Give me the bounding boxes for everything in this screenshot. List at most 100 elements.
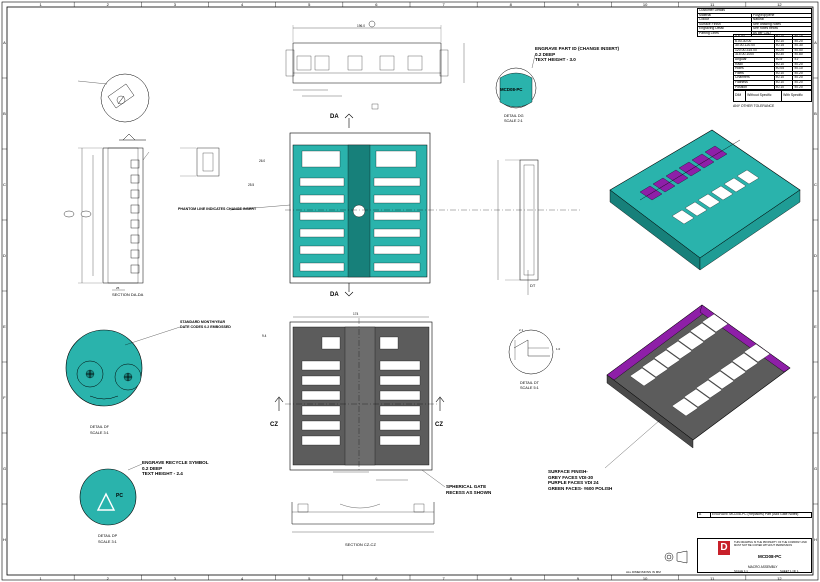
bottom-slot-left <box>301 375 341 386</box>
iso-bottom-slot-right <box>719 361 747 381</box>
note-recycle-line2: 0.2 DEEP <box>142 465 163 471</box>
note-recycle-line1: ENGRAVE RECYCLE SYMBOL <box>142 460 209 465</box>
iso-top-slot-white <box>671 209 695 225</box>
title-block-main: D THIS DRAWING IS THE PROPERTY OF THE CO… <box>697 538 812 573</box>
iso-top-slot-white <box>684 201 708 217</box>
disclaimer: THIS DRAWING IS THE PROPERTY OF THE COMP… <box>734 541 807 547</box>
recycle-code-text: PC <box>116 493 123 499</box>
note-gate: SPHERICAL GATE RECESS AS SHOWN <box>446 484 491 495</box>
detail-dp-scale: SCALE 3:1 <box>98 540 117 544</box>
iso-bottom-slot-right <box>743 343 771 363</box>
iso-bottom-slot <box>629 367 657 387</box>
detail-dg-label: DETAIL DG <box>504 114 524 118</box>
bottom-pocket-left <box>321 336 341 350</box>
bottom-slot-left <box>301 435 341 446</box>
zone-row-left: D <box>3 253 6 258</box>
all-dims-note: ALL DIMENSIONS IN MM <box>626 570 661 574</box>
iso-bottom-slot-right <box>671 397 699 417</box>
zone-row-left: C <box>3 182 6 187</box>
note-gate-line2: RECESS AS SHOWN <box>446 489 492 495</box>
detail-dg-scale: SCALE 2:1 <box>504 119 523 123</box>
bottom-slot-right <box>379 375 421 386</box>
cz-cut-markers <box>274 396 445 411</box>
zone-col-top: 10 <box>643 2 648 7</box>
bottom-slot-right <box>379 360 421 371</box>
iso-top-slot <box>652 177 676 193</box>
detail-dt-view <box>508 329 554 375</box>
zone-row-right: H <box>814 537 817 542</box>
tol-col1-label: Without Specific <box>745 90 783 103</box>
iso-top-slot <box>704 145 728 161</box>
bottom-slot-right <box>379 435 421 446</box>
zone-row-left: H <box>3 537 6 542</box>
da-label-top: DA <box>330 114 339 120</box>
dim-25: 25 <box>116 286 120 290</box>
zone-col-top: 2 <box>107 2 110 7</box>
detail-df-scale: SCALE 3:1 <box>90 431 109 435</box>
zone-row-right: C <box>814 182 817 187</box>
note-surface-line1: SURFACE FINISH- <box>548 469 588 474</box>
bottom-slot-right <box>379 420 421 431</box>
plan-slot-left <box>299 177 345 187</box>
zone-col-bottom: 3 <box>174 576 177 581</box>
plan-slot-left <box>299 211 345 221</box>
zone-col-bottom: 1 <box>39 576 42 581</box>
section-da-view <box>78 133 150 291</box>
note-surface-line4: GREEN FACES- #600 POLISH <box>548 485 613 491</box>
zone-row-right: B <box>814 111 817 116</box>
section-cz-label: SECTION CZ-CZ <box>345 542 376 547</box>
tol-cell-11-0: Position <box>733 84 775 91</box>
bottom-slot-left <box>301 405 341 416</box>
note-surface-line2: GREY FACES VDI-30 <box>548 474 594 480</box>
zone-col-top: 3 <box>174 2 177 7</box>
note-engrave-line3: TEXT HEIGHT - 3.0 <box>535 57 576 63</box>
zone-row-right: A <box>814 40 817 45</box>
tol-cell-11-1: ±0.10 <box>773 84 794 91</box>
plan-slot-left <box>299 262 345 272</box>
note-engrave-line1: ENGRAVE PART ID (CHANGE INSERT) <box>535 46 620 51</box>
dim-255: 25.5 <box>248 183 254 187</box>
tol-dim-label: DIM <box>732 90 747 103</box>
plan-pocket-left <box>301 150 341 168</box>
iso-bottom-slot <box>677 331 705 351</box>
zone-col-top: 11 <box>710 2 715 7</box>
plan-slot-left <box>299 194 345 204</box>
zone-row-right: E <box>814 324 817 329</box>
iso-top-slot-white <box>736 169 760 185</box>
iso-view-bottom <box>604 304 791 469</box>
note-recycle-line3: TEXT HEIGHT - 2.4 <box>142 471 183 477</box>
iso-top-slot <box>691 153 715 169</box>
note-engrave-part: ENGRAVE PART ID (CHANGE INSERT) 0.2 DEEP… <box>535 46 619 63</box>
iso-bottom-slot <box>665 340 693 360</box>
iso-bottom-slot <box>689 322 717 342</box>
iso-top-slot-white <box>723 177 747 193</box>
dt-label: DT <box>530 283 536 288</box>
iso-bottom-slot-right <box>731 352 759 372</box>
zone-row-right: G <box>814 466 817 471</box>
top-side-view <box>285 25 465 110</box>
rev-desc: ENGRAVE MCD08-PC (Replaces) Part (Add Ga… <box>710 512 812 518</box>
scale-label: SCALE 1:1 <box>734 569 748 573</box>
bottom-pocket-right <box>379 336 399 350</box>
cz-label-left: CZ <box>270 422 278 428</box>
note-date-line1: STANDARD MONTH/YEAR <box>180 320 226 324</box>
bottom-slot-right <box>379 405 421 416</box>
iso-bottom-slot-right <box>707 370 735 390</box>
section-da-label: SECTION DA-DA <box>112 292 144 297</box>
dim-21: 2.1 <box>519 328 524 332</box>
zone-row-left: B <box>3 111 6 116</box>
dim-top-width: 196.0 <box>357 24 365 28</box>
iso-top-slot <box>665 169 689 185</box>
plan-slot-right <box>373 262 421 272</box>
iso-top-slot <box>678 161 702 177</box>
note-date-line2: DATE CODES 0.2 EMBOSSED <box>180 324 231 329</box>
dim-10: 1.0 <box>556 347 561 351</box>
note-surface: SURFACE FINISH- GREY FACES VDI-30 PURPLE… <box>548 469 612 491</box>
company-logo: D <box>718 541 730 555</box>
note-surface-line3: PURPLE FACES VDI 24 <box>548 480 599 486</box>
dim-174: 174 <box>353 312 359 316</box>
